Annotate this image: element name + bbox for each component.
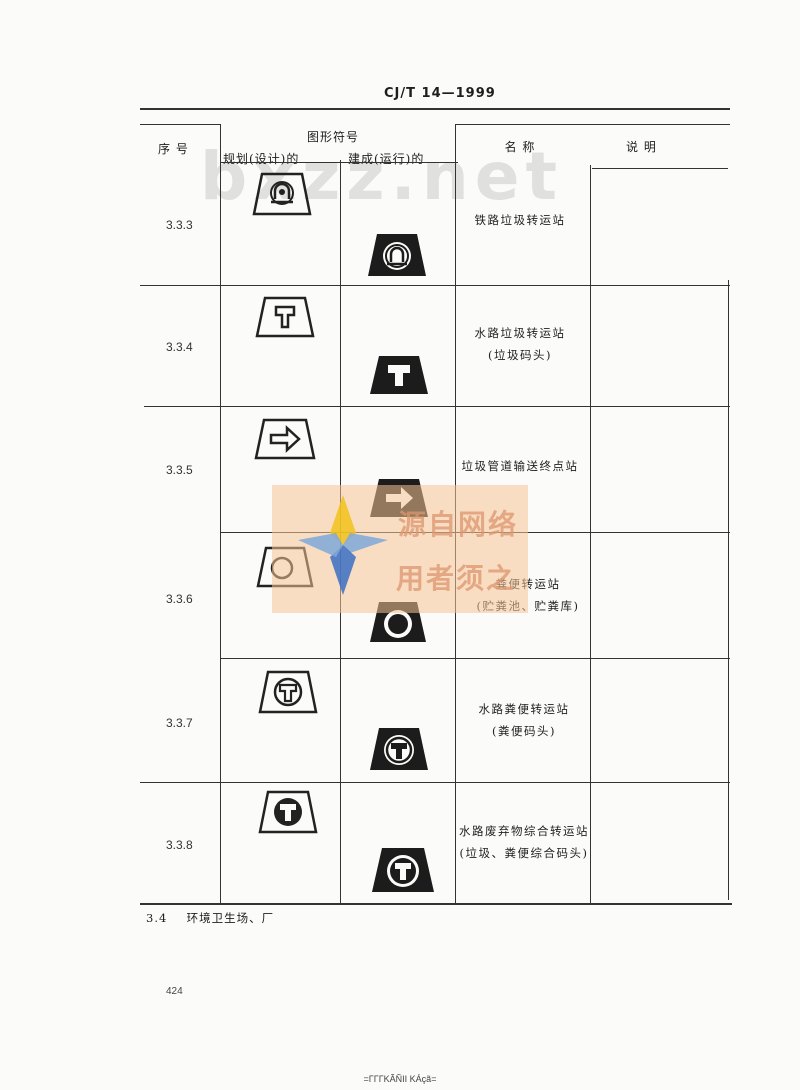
water-manure-filled-icon <box>368 726 430 772</box>
watermark-line-1: 源自网络 <box>398 508 519 541</box>
header-rule-right <box>455 124 730 126</box>
top-rule <box>140 108 730 110</box>
section-heading: 3.4 环境卫生场、厂 <box>146 910 274 926</box>
header-name: 名 称 <box>504 140 536 154</box>
header-built: 建成(运行)的 <box>348 152 425 166</box>
table-right-border <box>728 280 730 900</box>
col-divider-4 <box>590 165 592 905</box>
row-line <box>221 658 730 660</box>
row-line <box>220 162 458 164</box>
rail-transfer-filled-icon <box>366 232 428 278</box>
site-watermark: bxzz.net <box>200 138 564 215</box>
row-name: 水路粪便转运站 (粪便码头) <box>478 702 570 738</box>
rail-transfer-outline-icon <box>252 172 312 216</box>
header-index: 序 号 <box>158 142 189 156</box>
row-id: 3.3.4 <box>166 340 193 354</box>
row-id: 3.3.5 <box>166 463 193 477</box>
water-waste-combined-filled-icon <box>370 846 436 894</box>
section-number: 3.4 <box>146 911 168 925</box>
page-number: 424 <box>166 986 183 997</box>
standard-code: CJ/T 14—1999 <box>384 86 496 101</box>
section-title: 环境卫生场、厂 <box>186 911 275 925</box>
row-id: 3.3.3 <box>166 218 193 232</box>
row-id: 3.3.8 <box>166 838 193 852</box>
row-id: 3.3.7 <box>166 716 193 730</box>
footer-text: =ΓΓΓΚÃÑΙΙ ΚÁçã= <box>363 1074 437 1084</box>
table-bottom-rule <box>140 903 732 905</box>
pipeline-terminal-outline-icon <box>254 418 316 460</box>
header-symbol: 图形符号 <box>306 130 360 144</box>
header-rule-left <box>140 124 220 126</box>
row-line <box>592 168 728 170</box>
header-note: 说 明 <box>626 140 657 154</box>
watermark-logo-icon <box>298 495 388 599</box>
water-manure-outline-icon <box>258 670 318 714</box>
watermark-block <box>272 485 528 613</box>
water-waste-combined-outline-icon <box>258 790 318 834</box>
row-line <box>140 782 730 784</box>
row-line <box>144 406 730 408</box>
row-id: 3.3.6 <box>166 592 193 606</box>
row-name: 水路废弃物综合转运站 (垃圾、粪便综合码头) <box>459 824 589 860</box>
water-transfer-filled-icon <box>368 354 430 396</box>
row-name: 铁路垃圾转运站 <box>474 213 566 227</box>
row-line <box>140 285 730 287</box>
header-planned: 规划(设计)的 <box>223 152 300 166</box>
col-divider-1 <box>220 124 222 904</box>
row-name: 垃圾管道输送终点站 <box>461 459 579 473</box>
water-transfer-outline-icon <box>255 296 315 338</box>
row-name: 水路垃圾转运站 (垃圾码头) <box>474 326 566 362</box>
watermark-line-2: 用者须之 <box>396 562 517 595</box>
